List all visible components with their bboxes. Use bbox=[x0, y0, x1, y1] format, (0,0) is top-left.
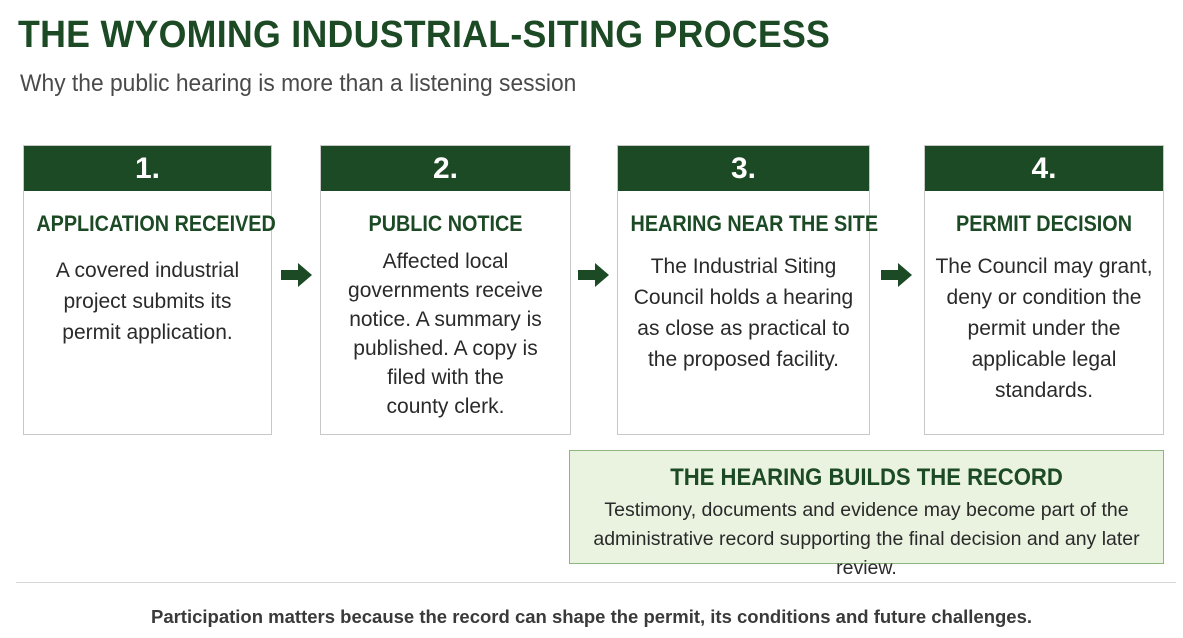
page-title: THE WYOMING INDUSTRIAL-SITING PROCESS bbox=[18, 14, 831, 56]
record-line: administrative record supporting the fin… bbox=[593, 528, 1140, 579]
right-arrow-icon bbox=[881, 263, 912, 287]
step-card-4: 4. PERMIT DECISION The Council may grant… bbox=[924, 145, 1164, 435]
step-heading: APPLICATION RECEIVED bbox=[36, 211, 276, 236]
step-number: 3. bbox=[618, 146, 869, 191]
right-arrow-icon bbox=[281, 263, 312, 287]
step-heading: PERMIT DECISION bbox=[955, 211, 1133, 236]
step-card-3: 3. HEARING NEAR THE SITE The Industrial … bbox=[617, 145, 879, 435]
step-line: standards. bbox=[994, 379, 1094, 402]
step-line: filed with the bbox=[387, 366, 504, 389]
step-line: deny or condition the bbox=[946, 286, 1142, 309]
step-line: permit application. bbox=[62, 321, 233, 344]
step-line: published. A copy is bbox=[353, 337, 538, 360]
step-card-2: 2. PUBLIC NOTICE Affected local governme… bbox=[320, 145, 571, 435]
step-line: applicable legal bbox=[971, 348, 1117, 371]
right-arrow-icon bbox=[578, 263, 609, 287]
footer-divider bbox=[16, 582, 1176, 583]
step-line: A covered industrial bbox=[55, 259, 240, 282]
step-description: Affected local governments receive notic… bbox=[321, 247, 570, 421]
record-line: Testimony, documents and evidence may be… bbox=[604, 499, 1129, 521]
step-line: as close as practical to bbox=[637, 317, 850, 340]
step-line: the proposed facility. bbox=[647, 348, 840, 371]
step-line: county clerk. bbox=[386, 395, 505, 418]
step-description: The Council may grant, deny or condition… bbox=[925, 251, 1163, 406]
step-line: project submits its bbox=[63, 290, 232, 313]
step-card-1: 1. APPLICATION RECEIVED A covered indust… bbox=[23, 145, 276, 435]
step-line: governments receive bbox=[348, 279, 543, 302]
step-number: 1. bbox=[24, 146, 271, 191]
step-description: The Industrial Siting Council holds a he… bbox=[618, 251, 869, 375]
step-number: 2. bbox=[321, 146, 570, 191]
step-line: permit under the bbox=[967, 317, 1121, 340]
step-line: Affected local bbox=[382, 250, 509, 273]
step-line: The Industrial Siting bbox=[650, 255, 837, 278]
record-heading: THE HEARING BUILDS THE RECORD bbox=[670, 464, 1063, 491]
footer-note: Participation matters because the record… bbox=[150, 606, 1033, 627]
step-description: A covered industrial project submits its… bbox=[24, 255, 271, 348]
step-number: 4. bbox=[925, 146, 1163, 191]
step-line: notice. A summary is bbox=[349, 308, 542, 331]
record-description: Testimony, documents and evidence may be… bbox=[570, 496, 1163, 583]
step-heading: PUBLIC NOTICE bbox=[368, 211, 523, 236]
page-subtitle: Why the public hearing is more than a li… bbox=[20, 70, 577, 97]
step-line: Council holds a hearing bbox=[633, 286, 854, 309]
record-callout: THE HEARING BUILDS THE RECORD Testimony,… bbox=[569, 450, 1164, 579]
step-heading: HEARING NEAR THE SITE bbox=[630, 211, 879, 236]
step-line: The Council may grant, bbox=[935, 255, 1153, 278]
